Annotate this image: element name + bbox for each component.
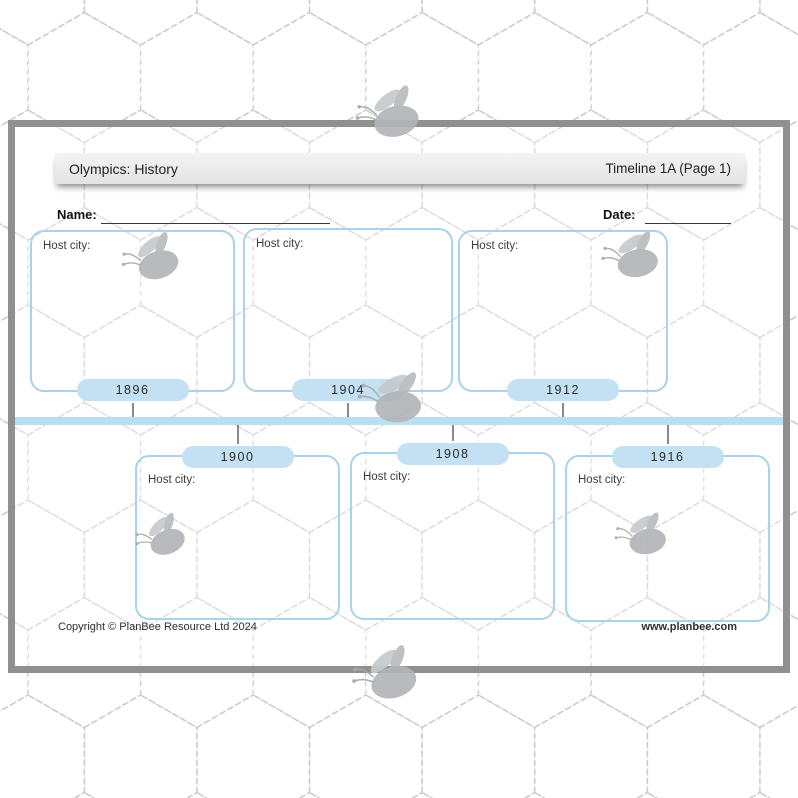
year-pill-1900: 1900 [181,446,294,468]
name-label: Name: [57,207,97,222]
bee-icon [350,78,438,150]
date-blank-line [645,223,731,224]
host-city-box-1904: Host city: 1904 [243,228,453,401]
host-city-box-1896: Host city: 1896 [30,230,235,401]
host-city-label: Host city: [148,474,196,486]
host-city-label: Host city: [471,240,519,252]
footer-website: www.planbee.com [641,621,737,633]
timeline-tick [562,403,564,417]
timeline-tick [132,403,134,417]
timeline-tick [237,425,239,444]
host-city-box-1908: Host city: 1908 [350,443,555,620]
bee-icon [594,222,677,291]
bee-icon [114,223,198,293]
host-city-box-1900: Host city: 1900 [135,446,340,620]
bee-icon [346,355,447,444]
worksheet-title: Olympics: History [69,160,178,177]
year-pill-1912: 1912 [507,379,619,401]
year-pill-1916: 1916 [611,446,724,468]
year-pill-1896: 1896 [76,379,189,401]
header-ribbon: Olympics: History Timeline 1A (Page 1) [55,153,745,184]
host-city-label: Host city: [363,471,411,483]
name-blank-line [101,223,330,224]
host-city-label: Host city: [43,240,91,252]
timeline-tick [347,403,349,417]
host-city-label: Host city: [578,474,626,486]
bee-icon [126,503,203,569]
footer-copyright: Copyright © PlanBee Resource Ltd 2024 [58,621,257,633]
year-pill-1904: 1904 [292,379,404,401]
bee-icon [344,636,438,715]
timeline-tick [667,425,669,444]
worksheet-page-label: Timeline 1A (Page 1) [605,161,731,176]
bee-icon [609,505,683,566]
timeline-tick [452,425,454,441]
host-city-box-1916: Host city: 1916 [565,446,770,622]
date-label: Date: [603,207,636,222]
host-city-box-1912: Host city: 1912 [458,230,668,401]
year-pill-1908: 1908 [396,443,509,465]
host-city-label: Host city: [256,238,304,250]
